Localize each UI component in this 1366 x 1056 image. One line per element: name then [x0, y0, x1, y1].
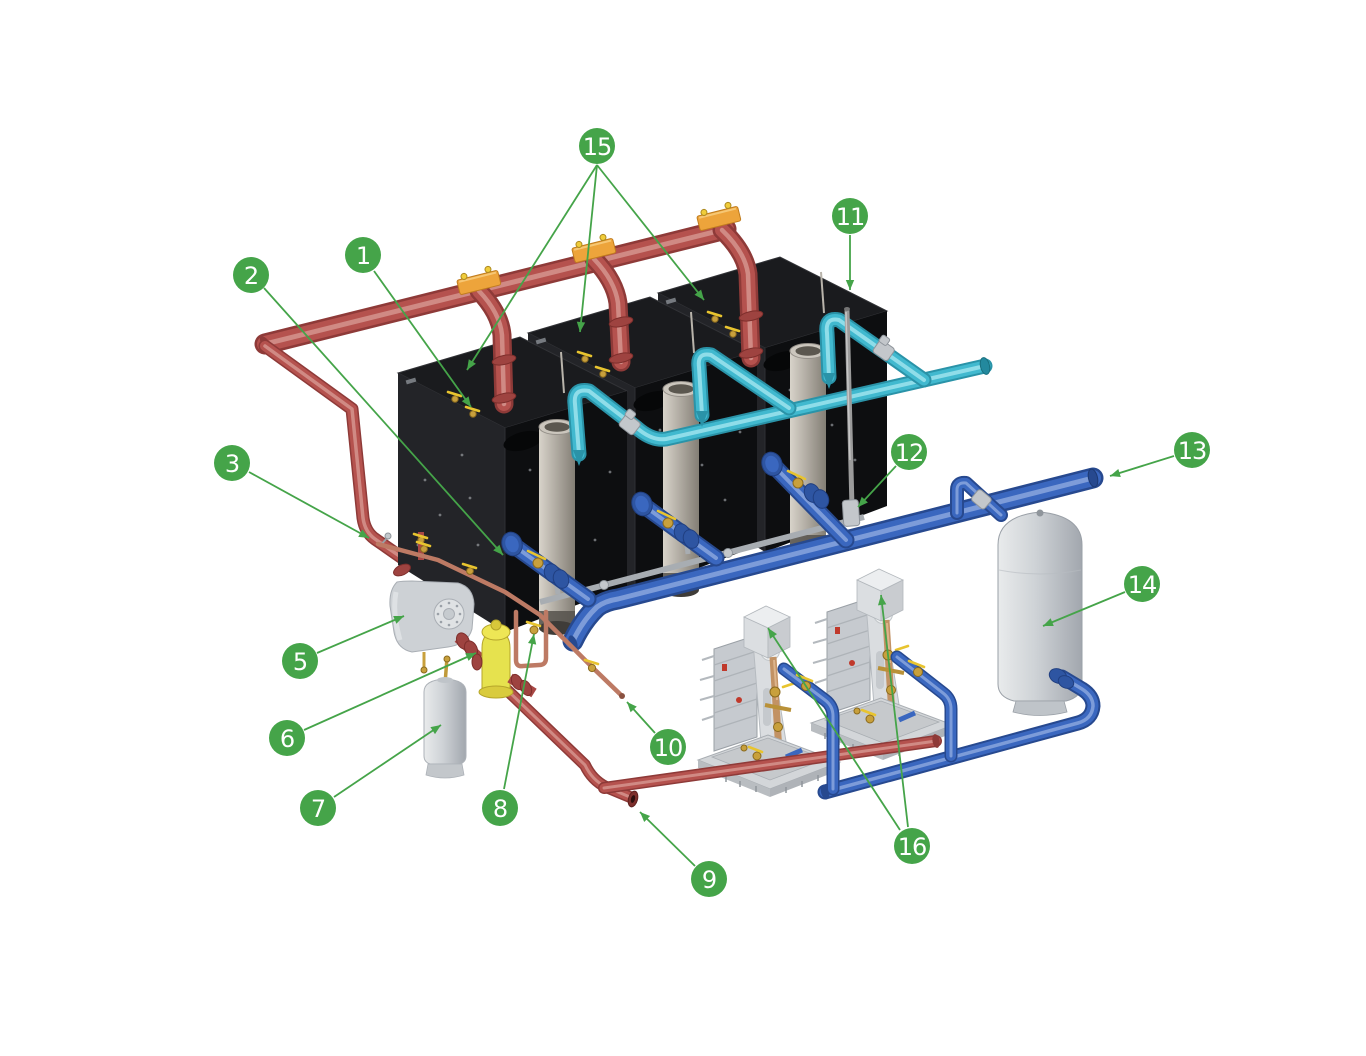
callout-circle — [894, 828, 930, 864]
callout-number: 16 — [898, 833, 927, 861]
callout-2: 2 — [233, 257, 504, 556]
callout-number: 3 — [225, 450, 239, 478]
arrowhead-icon — [627, 702, 637, 713]
arrowhead-icon — [528, 634, 537, 645]
callout-circle — [282, 643, 318, 679]
callout-14: 14 — [1042, 566, 1160, 627]
callout-5: 5 — [282, 615, 405, 679]
callout-number: 7 — [311, 795, 325, 823]
boiler-return-stub-3 — [761, 451, 846, 540]
arrowhead-icon — [694, 289, 704, 300]
arrowhead-icon — [1043, 618, 1054, 626]
tank-inlet-stub — [957, 483, 1001, 515]
callout-number: 5 — [293, 648, 307, 676]
callout-circle — [482, 790, 518, 826]
callout-number: 8 — [493, 795, 507, 823]
buffer-tank — [997, 509, 1083, 716]
cold-water-line-cyan — [573, 320, 991, 466]
callout-circle — [345, 237, 381, 273]
callout-circle — [691, 861, 727, 897]
callout-circle — [579, 128, 615, 164]
arrowhead-icon — [878, 595, 887, 606]
callout-9: 9 — [639, 811, 727, 897]
callout-number: 6 — [280, 725, 294, 753]
expansion-tank — [423, 655, 467, 779]
gas-line-copper — [378, 540, 625, 699]
arrowhead-icon — [493, 544, 503, 555]
callout-number: 11 — [836, 203, 865, 231]
callout-12: 12 — [857, 434, 927, 508]
callout-circle — [1174, 432, 1210, 468]
callout-circle — [650, 729, 686, 765]
callout-number: 2 — [244, 262, 258, 290]
callout-circle — [300, 790, 336, 826]
callout-1: 1 — [345, 237, 472, 408]
callout-circle — [233, 257, 269, 293]
return-header-blue — [501, 451, 1099, 652]
air-vent-pipe-gray — [844, 307, 855, 509]
callout-circle — [1124, 566, 1160, 602]
callout-3: 3 — [214, 445, 370, 539]
callout-number: 15 — [583, 133, 612, 161]
callout-circle — [832, 198, 868, 234]
callout-7: 7 — [300, 724, 442, 826]
arrowhead-icon — [768, 628, 777, 639]
arrowhead-icon — [461, 396, 471, 407]
callout-number: 9 — [702, 866, 716, 894]
arrowhead-icon — [1110, 469, 1121, 477]
boiler-supply-risers — [479, 230, 764, 405]
arrowhead-icon — [858, 496, 868, 507]
callout-circle — [269, 720, 305, 756]
callout-circle — [891, 434, 927, 470]
boiler-return-stub-2 — [631, 491, 716, 558]
arrowhead-icon — [845, 280, 855, 290]
arrowhead-icon — [640, 812, 651, 822]
arrowhead-icon — [358, 529, 369, 538]
header-tee-fitting — [841, 499, 861, 527]
callout-6: 6 — [269, 652, 477, 756]
callout-circle — [214, 445, 250, 481]
riser-flanges — [491, 310, 764, 404]
callout-8: 8 — [482, 633, 537, 826]
callout-number: 12 — [895, 439, 924, 467]
callout-number: 10 — [654, 734, 683, 762]
callout-number: 1 — [356, 242, 370, 270]
callout-15: 15 — [466, 128, 705, 371]
callout-number: 13 — [1178, 437, 1207, 465]
callout-13: 13 — [1109, 432, 1210, 477]
arrowhead-icon — [393, 616, 404, 624]
pipe-coupling-icon — [618, 334, 895, 436]
arrowhead-icon — [576, 321, 586, 332]
callout-16: 16 — [767, 594, 930, 864]
boiler-return-stub-1 — [501, 531, 588, 599]
callout-10: 10 — [626, 701, 686, 765]
callout-11: 11 — [832, 198, 868, 290]
arrowhead-icon — [465, 653, 476, 661]
arrowhead-icon — [430, 725, 441, 735]
callout-number: 14 — [1128, 571, 1157, 599]
arrowhead-icon — [467, 359, 476, 370]
left-assembly — [378, 532, 625, 779]
prv-assembly — [454, 619, 537, 699]
supply-header-red — [258, 229, 726, 562]
supply-loop-red — [507, 690, 941, 808]
